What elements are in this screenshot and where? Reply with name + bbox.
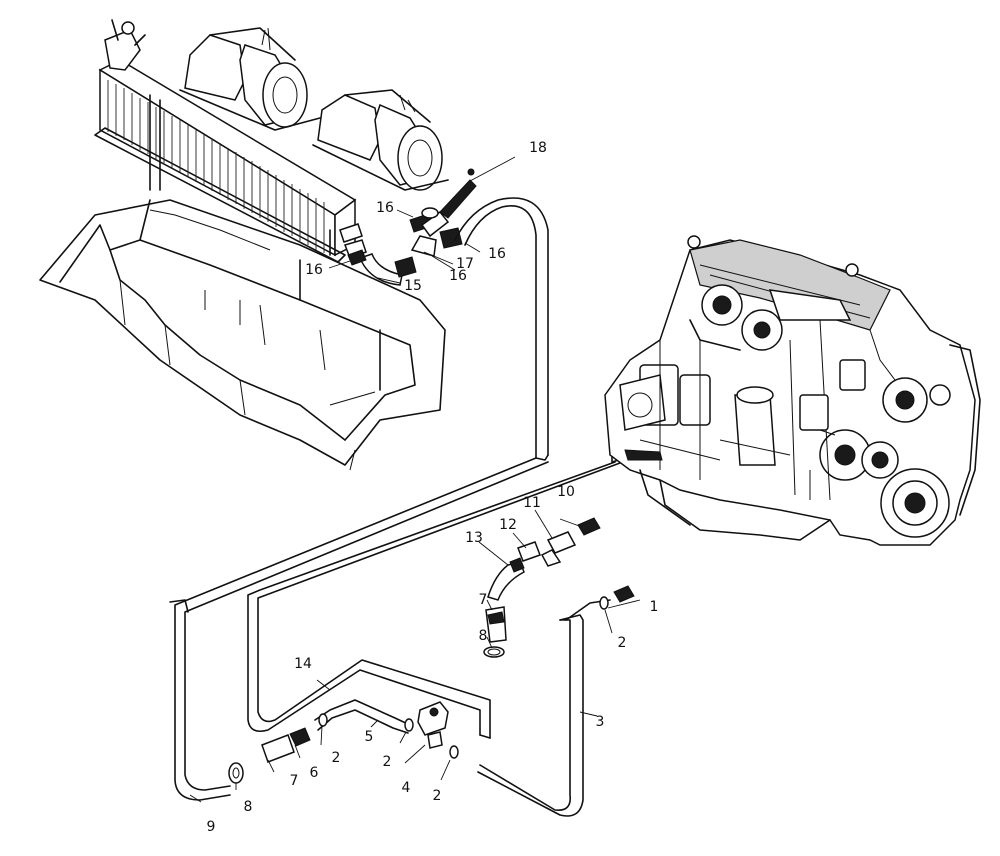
callout-2-right: 2 — [383, 754, 392, 770]
heater-unit-icon — [94, 19, 367, 263]
callout-7-lower: 7 — [290, 773, 299, 789]
callout-8-lower: 8 — [244, 799, 253, 815]
callout-4: 4 — [402, 780, 411, 796]
callout-16-top: 16 — [376, 200, 394, 216]
callout-12: 12 — [499, 517, 517, 533]
callout-11: 11 — [523, 495, 541, 511]
callout-9: 9 — [207, 819, 216, 835]
callout-16-mid: 16 — [449, 268, 467, 284]
callout-18: 18 — [529, 140, 547, 156]
callout-10: 10 — [557, 484, 575, 500]
callout-14: 14 — [294, 656, 312, 672]
callout-1: 1 — [650, 599, 659, 615]
heater-hose-fittings — [347, 168, 477, 286]
callout-16-left: 16 — [305, 262, 323, 278]
callout-5: 5 — [365, 729, 374, 745]
heater-hose-loops — [169, 197, 629, 817]
callout-2-upper: 2 — [618, 635, 627, 651]
callout-8-upper: 8 — [479, 628, 488, 644]
callout-labels: 18 16 16 16 16 17 15 10 11 12 13 7 8 1 2… — [207, 140, 659, 835]
callout-3: 3 — [596, 714, 605, 730]
cab-floor-tray-icon — [39, 199, 446, 471]
callout-7-upper: 7 — [479, 592, 488, 608]
leader-lines — [189, 156, 641, 803]
callout-17: 17 — [456, 256, 474, 272]
callout-2-mid: 2 — [332, 750, 341, 766]
callout-16-right: 16 — [488, 246, 506, 262]
lower-fittings — [228, 517, 635, 784]
callout-2-low: 2 — [433, 788, 442, 804]
callout-15: 15 — [404, 278, 422, 294]
diesel-engine-icon — [604, 235, 981, 546]
callout-6: 6 — [310, 765, 319, 781]
callout-13: 13 — [465, 530, 483, 546]
blower-motor-icon — [179, 27, 449, 191]
